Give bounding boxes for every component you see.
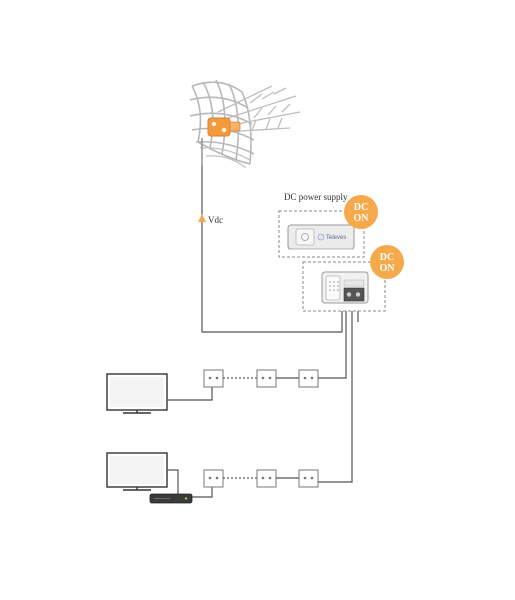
- dc-on-badge-1: DC ON: [344, 195, 378, 229]
- power-supply-label: DC power supply: [284, 192, 348, 202]
- tv-icon: [106, 452, 168, 491]
- svg-text:DC: DC: [380, 252, 394, 263]
- antenna-icon: [189, 79, 301, 169]
- svg-text:ON: ON: [354, 213, 370, 224]
- cable-tv1-to-socket: [167, 382, 213, 401]
- arrow-up-icon: [198, 214, 206, 222]
- cable-antenna-to-amplifier: [201, 166, 343, 333]
- cable-amplifier-to-tv1: [322, 311, 347, 379]
- power-supply-unit-icon: Televes: [287, 224, 355, 250]
- cable-stb-to-socket: [192, 487, 213, 498]
- set-top-box-icon: [149, 493, 193, 504]
- svg-text:DC: DC: [354, 202, 368, 213]
- wall-socket-icon: [298, 369, 319, 388]
- wall-socket-icon: [203, 369, 224, 388]
- dc-on-badge-2: DC ON: [370, 245, 404, 279]
- tv-icon: [106, 373, 168, 414]
- brand-label: Televes: [326, 235, 346, 241]
- amplifier-icon: [321, 271, 369, 304]
- wall-socket-icon: [203, 469, 224, 488]
- cable-amplifier-to-tv2: [322, 311, 353, 483]
- wall-socket-icon: [256, 369, 277, 388]
- vdc-label: Vdc: [208, 215, 223, 225]
- wall-socket-icon: [298, 469, 319, 488]
- amplifier-box: [302, 261, 386, 312]
- svg-text:ON: ON: [380, 263, 396, 274]
- power-supply-box: [278, 210, 365, 258]
- cable-tv2-to-stb: [167, 469, 179, 497]
- wall-socket-icon: [256, 469, 277, 488]
